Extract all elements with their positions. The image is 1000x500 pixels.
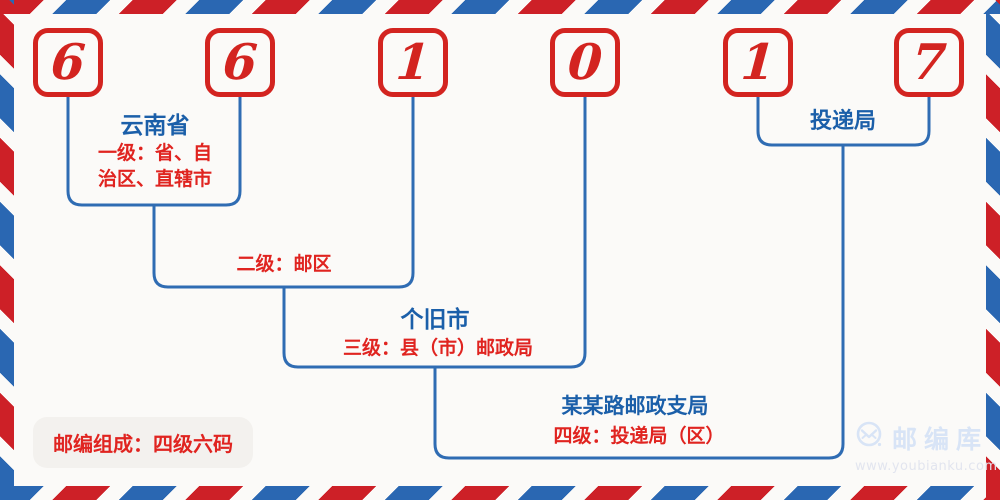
watermark-brand: 邮编库 — [892, 425, 989, 454]
postcode-digit-box-6: 7 — [894, 28, 964, 97]
postcode-digit-box-2: 6 — [205, 28, 275, 97]
level1-description: 一级：省、自 治区、直辖市 — [98, 140, 212, 192]
province-name: 云南省 — [120, 113, 190, 139]
postcode-digit-box-4: 0 — [550, 28, 620, 97]
airmail-border-right — [986, 0, 1000, 500]
branch-office-name: 某某路邮政支局 — [561, 394, 709, 418]
delivery-office-name: 投递局 — [809, 109, 877, 134]
postcode-digit-5: 1 — [738, 33, 778, 91]
airmail-border-left — [0, 0, 14, 500]
postcode-composition-badge: 邮编组成：四级六码 — [33, 417, 253, 468]
postcode-digit-box-1: 6 — [33, 28, 103, 97]
airmail-border-bottom — [0, 486, 1000, 500]
postcode-digit-4: 0 — [565, 33, 605, 91]
watermark-url: www.youbianku.com — [855, 459, 998, 474]
postcode-digit-1: 6 — [48, 33, 88, 91]
level1-description-line1: 一级：省、自 — [97, 142, 213, 164]
postcode-digit-box-5: 1 — [723, 28, 793, 97]
site-watermark: 邮编库 www.youbianku.com — [855, 420, 998, 474]
airmail-border-top — [0, 0, 1000, 14]
level2-description: 二级：邮区 — [236, 253, 332, 275]
level1-description-line2: 治区、直辖市 — [97, 168, 213, 190]
level3-description: 三级：县（市）邮政局 — [342, 337, 534, 359]
postcode-digit-6: 7 — [909, 33, 949, 91]
postcode-digit-2: 6 — [220, 33, 260, 91]
postcode-digit-3: 1 — [393, 33, 433, 91]
envelope-circle-icon — [855, 421, 885, 455]
level4-description: 四级：投递局（区） — [553, 425, 725, 447]
city-name: 个旧市 — [400, 307, 470, 333]
postcode-digit-box-3: 1 — [378, 28, 448, 97]
